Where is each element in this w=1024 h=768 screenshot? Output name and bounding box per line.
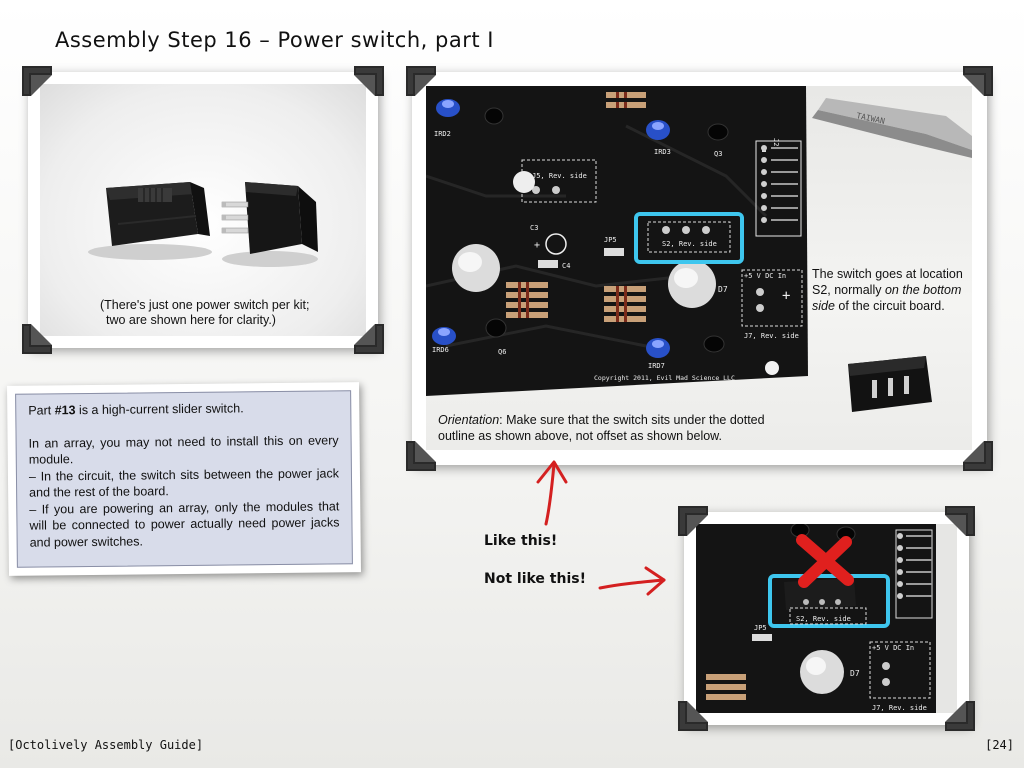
note-text: S2, normally <box>812 283 885 297</box>
note-text-emphasis: side <box>812 299 835 313</box>
frame-corner-icon <box>22 324 52 354</box>
like-this-label: Like this! <box>484 533 558 549</box>
silk-c4: C4 <box>562 262 570 270</box>
frame-corner-icon <box>406 66 436 96</box>
svg-text:+: + <box>782 288 790 304</box>
orientation-text: : Make sure that the switch sits under t… <box>438 413 765 443</box>
silk-j5: J5, Rev. side <box>532 172 587 180</box>
photo-switches: (There's just one power switch per kit; … <box>40 84 366 336</box>
red-arrow-icon <box>598 566 666 596</box>
part-number: #13 <box>54 403 76 418</box>
note-paragraph: – If you are powering an array, only the… <box>29 498 340 550</box>
silk-copyright: Copyright 2011, Evil Mad Science LLC <box>594 374 735 382</box>
frame-corner-icon <box>354 324 384 354</box>
silk-ird7: IRD7 <box>648 362 665 370</box>
silk-jp5: JP5 <box>754 624 767 632</box>
switches-caption: (There's just one power switch per kit; … <box>100 298 340 328</box>
svg-text:+: + <box>534 240 540 251</box>
silk-power: +5 V DC In <box>872 644 914 652</box>
not-like-this-label: Not like this! <box>484 571 586 587</box>
silk-q3: Q3 <box>714 150 722 158</box>
silk-j2: J2 <box>772 138 780 146</box>
photo-frame-switches: (There's just one power switch per kit; … <box>22 66 384 354</box>
note-paragraph: In an array, you may not need to install… <box>28 432 339 467</box>
note-text: of the circuit board. <box>834 299 945 313</box>
frame-corner-icon <box>945 506 975 536</box>
frame-corner-icon <box>963 441 993 471</box>
silk-jp5: JP5 <box>604 236 617 244</box>
silk-j7: J7, Rev. side <box>872 704 927 712</box>
silk-ird6: IRD6 <box>432 346 449 354</box>
silk-c3: C3 <box>530 224 538 232</box>
board-location-note: The switch goes at location S2, normally… <box>812 266 972 314</box>
photo-frame-board: TAIWAN J2 <box>406 66 993 471</box>
silk-q6: Q6 <box>498 348 506 356</box>
frame-corner-icon <box>678 701 708 731</box>
silk-s2: S2, Rev. side <box>796 615 851 623</box>
photo-wrong-orientation: S2, Rev. side JP5 D7 +5 V DC In J7, Rev.… <box>696 524 957 713</box>
red-x-icon <box>796 534 854 588</box>
wrong-board-illustration: S2, Rev. side JP5 D7 +5 V DC In J7, Rev.… <box>696 524 957 713</box>
silk-ird3: IRD3 <box>654 148 671 156</box>
silk-s2: S2, Rev. side <box>662 240 717 248</box>
note-paragraph: – In the circuit, the switch sits betwee… <box>28 465 340 500</box>
slide-title: Assembly Step 16 – Power switch, part I <box>55 28 494 52</box>
frame-corner-icon <box>22 66 52 96</box>
part-info-card: Part #13 is a high-current slider switch… <box>7 382 361 576</box>
silk-power: +5 V DC In <box>744 272 786 280</box>
photo-board: TAIWAN J2 <box>426 86 972 450</box>
frame-corner-icon <box>945 701 975 731</box>
silk-ird2: IRD2 <box>434 130 451 138</box>
note-text: Part <box>28 403 55 418</box>
orientation-label: Orientation <box>438 413 500 427</box>
caption-line: two are shown here for clarity.) <box>106 313 276 327</box>
part-info-text: Part #13 is a high-current slider switch… <box>15 390 353 568</box>
switches-illustration <box>88 182 318 267</box>
red-arrow-icon <box>536 460 568 526</box>
silk-d7: D7 <box>718 285 728 294</box>
note-text: The switch goes at location <box>812 267 963 281</box>
note-text-emphasis: on the bottom <box>884 283 962 297</box>
silk-d7: D7 <box>850 669 860 678</box>
caption-line: (There's just one power switch per kit; <box>100 298 310 312</box>
orientation-note: Orientation: Make sure that the switch s… <box>438 412 798 444</box>
footer-guide-name: [Octolively Assembly Guide] <box>8 738 204 752</box>
silk-j7: J7, Rev. side <box>744 332 799 340</box>
frame-corner-icon <box>406 441 436 471</box>
footer-page-number: [24] <box>985 738 1014 752</box>
photo-frame-wrong: S2, Rev. side JP5 D7 +5 V DC In J7, Rev.… <box>678 506 975 731</box>
note-text: is a high-current slider switch. <box>75 401 244 418</box>
frame-corner-icon <box>963 66 993 96</box>
frame-corner-icon <box>354 66 384 96</box>
board-illustration: TAIWAN J2 <box>426 86 972 412</box>
frame-corner-icon <box>678 506 708 536</box>
